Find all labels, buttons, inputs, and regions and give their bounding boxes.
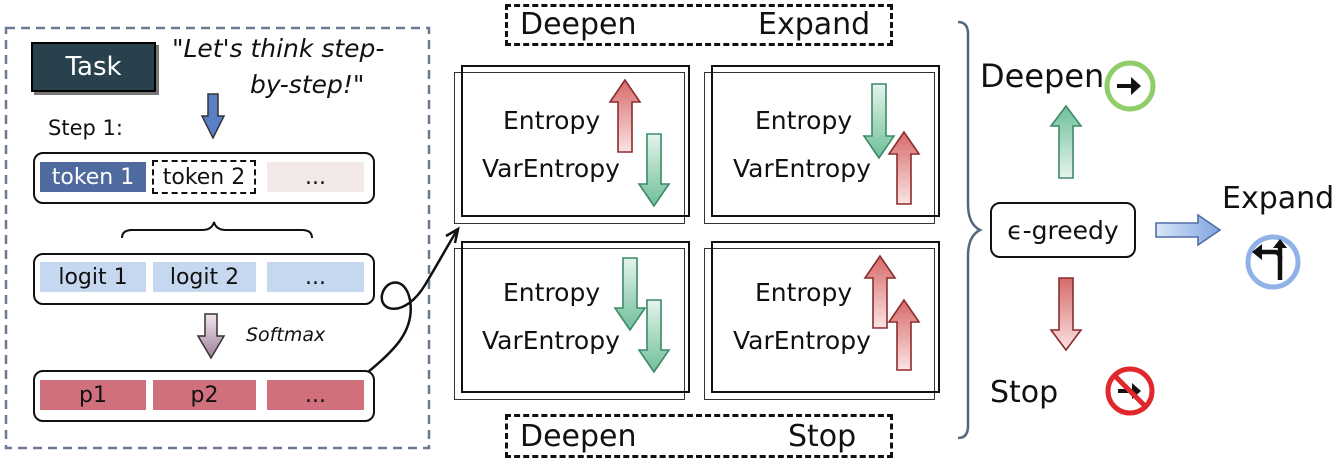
deepen-arrow-icon bbox=[1049, 104, 1083, 179]
varentropy-label: VarEntropy bbox=[482, 326, 620, 355]
right-arrow-icon bbox=[1104, 60, 1156, 112]
quadrant-shadow bbox=[454, 248, 685, 400]
logit-cell: ... bbox=[267, 262, 364, 292]
bottom-header-box bbox=[505, 414, 893, 458]
top-header-left: Deepen bbox=[520, 7, 637, 42]
token-brace bbox=[121, 221, 313, 239]
stop-arrow-icon bbox=[1049, 277, 1083, 352]
token-cell: token 1 bbox=[40, 162, 146, 192]
softmax-arrow-icon bbox=[196, 313, 226, 360]
quadrant-cell bbox=[461, 241, 690, 393]
bottom-header-left: Deepen bbox=[520, 419, 637, 454]
left-panel-border bbox=[4, 26, 431, 450]
quadrant-shadow bbox=[704, 248, 935, 400]
varentropy-label: VarEntropy bbox=[733, 154, 871, 183]
token-cell-highlighted: token 2 bbox=[152, 160, 256, 194]
entropy-up-arrow-icon bbox=[863, 254, 897, 329]
varentropy-label: VarEntropy bbox=[733, 326, 871, 355]
prob-cell: ... bbox=[267, 380, 364, 410]
bottom-header-right: Stop bbox=[788, 419, 857, 454]
prompt-text-line1: "Let's think step- bbox=[172, 34, 385, 63]
step-label: Step 1: bbox=[48, 116, 123, 140]
top-header-bottomline bbox=[505, 43, 893, 46]
quadrant-brace bbox=[957, 20, 983, 440]
entropy-down-arrow-icon bbox=[862, 83, 896, 160]
varentropy-down-arrow-icon bbox=[637, 133, 671, 208]
logit-cell: logit 2 bbox=[153, 262, 256, 292]
expand-arrow-icon bbox=[1155, 213, 1222, 247]
quadrant-cell bbox=[461, 65, 690, 217]
epsilon-greedy-box: ϵ-greedy bbox=[990, 202, 1136, 258]
token-cell: ... bbox=[267, 162, 364, 192]
prob-cell: p1 bbox=[40, 380, 146, 410]
top-header-topline bbox=[505, 4, 893, 7]
prompt-down-arrow-icon bbox=[200, 93, 226, 140]
connector-curve bbox=[367, 231, 458, 373]
quadrant-cell bbox=[711, 65, 940, 217]
expand-label: Expand bbox=[1222, 181, 1335, 216]
top-header-box bbox=[505, 4, 893, 46]
quadrant-cell bbox=[711, 241, 940, 393]
varentropy-label: VarEntropy bbox=[482, 154, 620, 183]
no-entry-icon bbox=[1105, 366, 1155, 416]
fork-arrow-icon bbox=[1245, 234, 1301, 290]
entropy-label: Entropy bbox=[503, 278, 601, 307]
varentropy-up-arrow-icon bbox=[887, 130, 921, 205]
entropy-label: Entropy bbox=[755, 106, 853, 135]
quadrant-shadow bbox=[704, 72, 935, 224]
prob-cell: p2 bbox=[153, 380, 256, 410]
entropy-down-arrow-icon bbox=[613, 257, 647, 332]
prompt-text-line2: by-step!" bbox=[250, 70, 365, 99]
varentropy-up-arrow-icon bbox=[887, 298, 921, 371]
entropy-label: Entropy bbox=[755, 278, 853, 307]
softmax-label: Softmax bbox=[246, 324, 326, 346]
quadrant-shadow bbox=[454, 72, 685, 224]
task-label: Task bbox=[31, 42, 156, 92]
entropy-label: Entropy bbox=[503, 106, 601, 135]
entropy-up-arrow-icon bbox=[608, 78, 642, 153]
top-header-right: Expand bbox=[758, 7, 871, 42]
logit-cell: logit 1 bbox=[40, 262, 146, 292]
stop-label: Stop bbox=[990, 375, 1059, 410]
varentropy-down-arrow-icon bbox=[637, 299, 671, 374]
deepen-label: Deepen bbox=[980, 57, 1105, 95]
